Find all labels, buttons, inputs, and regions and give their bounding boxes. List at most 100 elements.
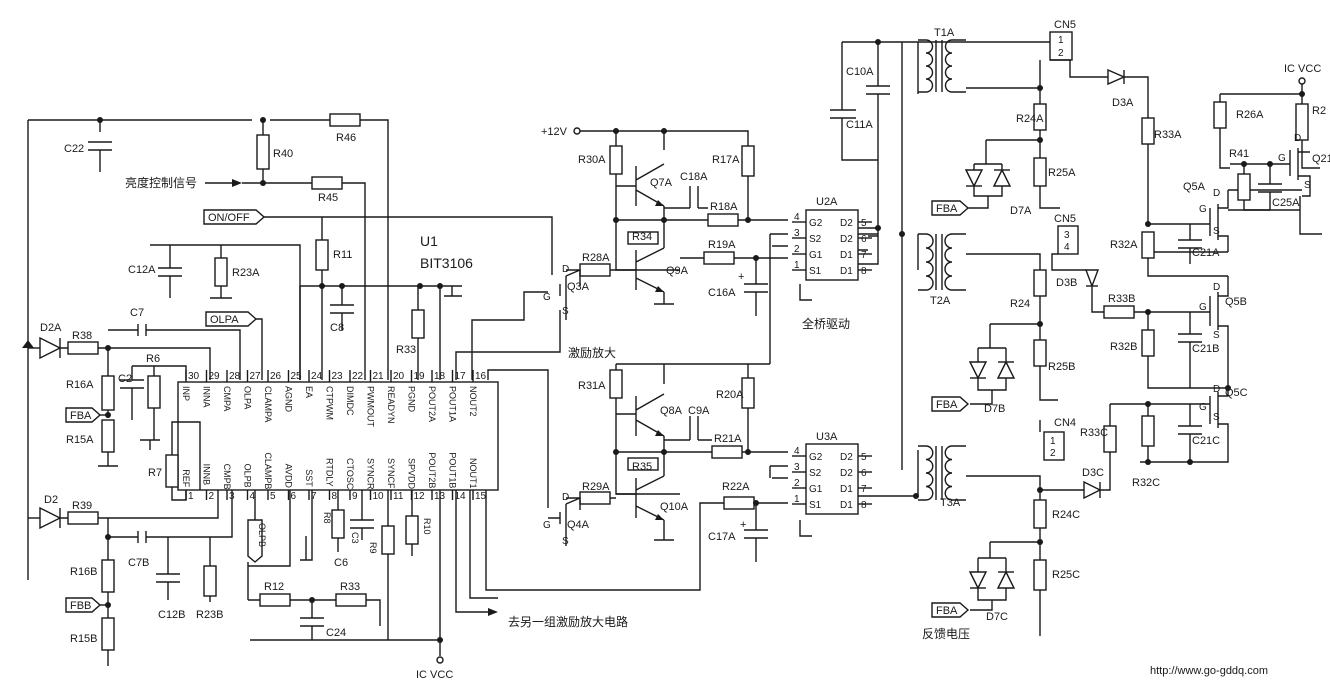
u2a-pins-pin-name-8: D1: [840, 266, 853, 277]
u2a-pins-pin-7: 7: [861, 250, 867, 261]
ic-pin-name-25: AGND: [284, 386, 294, 413]
R32B-resistor: [1141, 329, 1155, 357]
fba-tag-B[interactable]: FBA: [936, 399, 958, 411]
R15A-resistor: [101, 419, 115, 453]
R41-resistor: [1237, 173, 1251, 201]
C18A-label: C18A: [680, 171, 708, 183]
ic-pin-name-14: POUT1B: [448, 452, 458, 488]
C3-label: C3: [350, 532, 360, 544]
R32C-label: R32C: [1132, 477, 1160, 489]
R26A-resistor: [1213, 101, 1227, 129]
T1A-label: T1A: [934, 27, 955, 39]
plus12v-label: +12V: [541, 126, 568, 138]
D7B-label: D7B: [984, 403, 1005, 415]
Q5C-label: Q5C: [1225, 387, 1248, 399]
fba-tag-left[interactable]: FBA: [70, 410, 92, 422]
R2-label: R2: [1312, 105, 1326, 117]
R38-resistor: [67, 341, 99, 355]
C7-label: C7: [130, 307, 144, 319]
R28A-resistor: [579, 263, 611, 277]
ic-pin-name-19: PGND: [407, 386, 417, 413]
transformer-secondary-2: [944, 233, 953, 291]
R17A-label: R17A: [712, 154, 740, 166]
U2A-body: [805, 209, 859, 281]
Q8A-label: Q8A: [660, 405, 683, 417]
Q21-gate: G: [1278, 153, 1286, 164]
ic-pin-12: 12: [414, 491, 426, 502]
ic-pin-name-16: NOUT2: [468, 386, 478, 417]
Q5C-drain: D: [1213, 384, 1220, 395]
Q5C-gate: G: [1199, 402, 1207, 413]
R12-resistor: [259, 593, 291, 607]
ic-pin-name-20: READYN: [386, 386, 396, 424]
ic-pin-5: 5: [270, 491, 276, 502]
R39-resistor: [67, 511, 99, 525]
R33b-label: R33: [340, 581, 360, 593]
source-url[interactable]: http://www.go-gddq.com: [1150, 665, 1268, 677]
C10A-label: C10A: [846, 66, 874, 78]
R16B-label: R16B: [70, 566, 98, 578]
Q3A-label: Q3A: [567, 281, 590, 293]
R25B-resistor: [1033, 339, 1047, 367]
R7-resistor: [165, 454, 179, 488]
Q5B-gate: G: [1199, 302, 1207, 313]
D2-label: D2: [44, 494, 58, 506]
U3A-label: U3A: [816, 431, 838, 443]
R40-resistor: [256, 134, 270, 170]
D3C-label: D3C: [1082, 467, 1104, 479]
fba-tag-C[interactable]: FBA: [936, 605, 958, 617]
R24-label: R24: [1010, 298, 1030, 310]
R33C-label: R33C: [1080, 427, 1108, 439]
R32A-resistor: [1141, 231, 1155, 259]
R11-label: R11: [333, 249, 352, 261]
ic-pin-23: 23: [332, 371, 344, 382]
Q3A-source: S: [562, 306, 569, 317]
ic-pin-1: 1: [188, 491, 194, 502]
D7C-label: D7C: [986, 611, 1008, 623]
u2a-pins-pin-8: 8: [861, 266, 867, 277]
ic-pin-7: 7: [311, 491, 317, 502]
U3A-body: [805, 443, 859, 515]
Q5C-source: S: [1213, 412, 1220, 423]
R31A-resistor: [609, 369, 623, 399]
u3a-pins-pin-8: 8: [861, 500, 867, 511]
R25C-resistor: [1033, 559, 1047, 591]
olpb-tag[interactable]: OLPB: [257, 523, 267, 547]
R22A-resistor: [723, 496, 755, 510]
R34-label: R34: [632, 231, 652, 243]
u2a-pins-pin-2: 2: [794, 244, 800, 255]
R16A-resistor: [101, 375, 115, 411]
C16A-plus: +: [738, 271, 744, 283]
transformer-secondary-3: [944, 445, 953, 501]
R21A-label: R21A: [714, 433, 742, 445]
Q3A-drain: D: [562, 264, 569, 275]
ic-pin-16: 16: [475, 371, 487, 382]
R33A-resistor: [1141, 117, 1155, 145]
R20A-label: R20A: [716, 389, 744, 401]
fullbridge-label: 全桥驱动: [802, 316, 850, 331]
T2A-label: T2A: [930, 295, 951, 307]
ic-pin-29: 29: [209, 371, 221, 382]
CN4-body: [1043, 431, 1065, 461]
fbb-tag[interactable]: FBB: [70, 600, 91, 612]
ic-pin-name-9: CTOSC: [345, 458, 355, 490]
ic-pin-name-28: CMPA: [222, 386, 232, 411]
C6-label: C6: [334, 557, 348, 569]
R17A-resistor: [741, 145, 755, 177]
excite-label: 激励放大: [568, 345, 616, 360]
Q7A-label: Q7A: [650, 177, 673, 189]
fba-tag-A[interactable]: FBA: [936, 203, 958, 215]
onoff-tag[interactable]: ON/OFF: [208, 212, 250, 224]
R18A-resistor: [707, 213, 739, 227]
CN4-pin2: 2: [1050, 448, 1056, 459]
ic-top-pins: 30INP29INNA28CMPA27OLPA26CLAMPA25AGND24E…: [181, 370, 487, 427]
C21A-label: C21A: [1192, 247, 1220, 259]
transformer-primary-1: [925, 39, 934, 93]
D2A-label: D2A: [40, 322, 62, 334]
R33B-label: R33B: [1108, 293, 1136, 305]
ic-pin-26: 26: [270, 371, 282, 382]
u3a-pins-pin-2: 2: [794, 478, 800, 489]
olpa-tag[interactable]: OLPA: [210, 314, 239, 326]
R6-label: R6: [146, 353, 160, 365]
